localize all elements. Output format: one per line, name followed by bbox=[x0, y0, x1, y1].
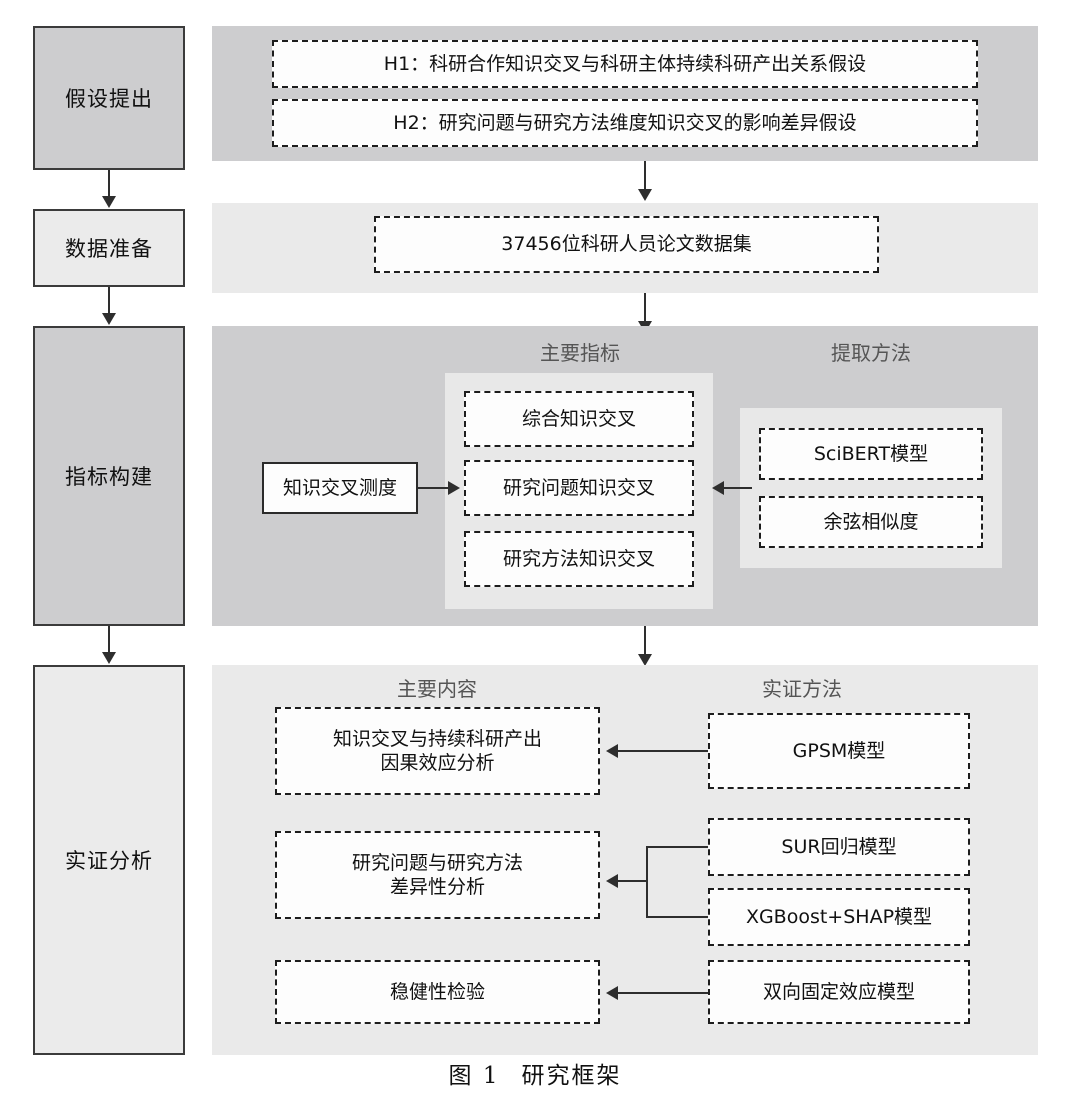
content-node-robustness: 稳健性检验 bbox=[275, 960, 600, 1024]
group-caption-empirical-method-label: 实证方法 bbox=[762, 676, 842, 701]
stage-label-hypothesis: 假设提出 bbox=[65, 87, 153, 111]
group-caption-main-content-label: 主要内容 bbox=[397, 676, 477, 701]
robustness-arrow-left-icon bbox=[606, 986, 618, 1000]
method-label-twoway-fixed-effects: 双向固定效应模型 bbox=[762, 980, 915, 1003]
method-node-xgboost: XGBoost+SHAP模型 bbox=[708, 888, 970, 946]
method-label-scibert: SciBERT模型 bbox=[813, 442, 929, 465]
measure-arrow-right-icon bbox=[448, 481, 460, 495]
stage-label-empirical: 实证分析 bbox=[65, 849, 153, 873]
content-node-causal-effect: 知识交叉与持续科研产出 因果效应分析 bbox=[275, 707, 600, 795]
extraction-arrow-line bbox=[720, 487, 752, 489]
stage-arrow-1-icon bbox=[102, 196, 116, 208]
group-caption-empirical-method: 实证方法 bbox=[727, 672, 877, 702]
stage-label-data: 数据准备 bbox=[65, 237, 153, 261]
method-label-gpsm: GPSM模型 bbox=[792, 739, 886, 762]
hypothesis-label-h1: H1：科研合作知识交叉与科研主体持续科研产出关系假设 bbox=[383, 52, 867, 75]
indicator-label-research-method: 研究方法知识交叉 bbox=[502, 547, 655, 570]
figure-caption: 图 1 研究框架 bbox=[0, 1056, 1070, 1090]
stage-arrow-2-icon bbox=[102, 313, 116, 325]
band-arrow-3-icon bbox=[638, 654, 652, 666]
stage-connector-3 bbox=[108, 626, 110, 654]
method-node-gpsm: GPSM模型 bbox=[708, 713, 970, 789]
robustness-arrow-line bbox=[618, 992, 708, 994]
content-label-robustness: 稳健性检验 bbox=[389, 980, 485, 1003]
group-caption-extraction-method-label: 提取方法 bbox=[831, 340, 911, 365]
bracket-arrow-left-icon bbox=[606, 874, 618, 888]
gpsm-arrow-line bbox=[618, 750, 708, 752]
bracket-vertical-line bbox=[646, 846, 648, 918]
figure-caption-title: 研究框架 bbox=[521, 1063, 622, 1089]
stage-box-indicator: 指标构建 bbox=[33, 326, 185, 626]
band-connector-1 bbox=[644, 161, 646, 191]
content-label-difference-line2: 差异性分析 bbox=[389, 876, 485, 898]
stage-connector-2 bbox=[108, 287, 110, 315]
dataset-label: 37456位科研人员论文数据集 bbox=[501, 233, 752, 256]
group-caption-main-content: 主要内容 bbox=[362, 672, 512, 702]
gpsm-arrow-left-icon bbox=[606, 744, 618, 758]
indicator-node-research-method: 研究方法知识交叉 bbox=[464, 531, 694, 587]
stage-box-data: 数据准备 bbox=[33, 209, 185, 287]
indicator-label-composite: 综合知识交叉 bbox=[521, 407, 636, 430]
hypothesis-node-h1: H1：科研合作知识交叉与科研主体持续科研产出关系假设 bbox=[272, 40, 978, 88]
hypothesis-label-h2: H2：研究问题与研究方法维度知识交叉的影响差异假设 bbox=[393, 111, 857, 134]
method-node-twoway-fixed-effects: 双向固定效应模型 bbox=[708, 960, 970, 1024]
method-label-cosine: 余弦相似度 bbox=[823, 510, 919, 533]
bracket-bottom-line bbox=[646, 916, 708, 918]
stage-box-empirical: 实证分析 bbox=[33, 665, 185, 1055]
content-label-causal-effect-line2: 因果效应分析 bbox=[380, 752, 495, 774]
stage-connector-1 bbox=[108, 170, 110, 198]
bracket-top-line bbox=[646, 846, 708, 848]
group-caption-main-indicators: 主要指标 bbox=[505, 336, 655, 366]
stage-box-hypothesis: 假设提出 bbox=[33, 26, 185, 170]
figure-caption-number: 图 1 bbox=[448, 1063, 500, 1089]
dataset-node: 37456位科研人员论文数据集 bbox=[374, 216, 879, 273]
indicator-label-research-question: 研究问题知识交叉 bbox=[502, 476, 655, 499]
stage-label-indicator: 指标构建 bbox=[65, 465, 153, 489]
stage-arrow-3-icon bbox=[102, 652, 116, 664]
measure-source-label: 知识交叉测度 bbox=[282, 476, 397, 499]
measure-source-node: 知识交叉测度 bbox=[262, 462, 418, 514]
content-label-difference-line1: 研究问题与研究方法 bbox=[351, 851, 523, 874]
band-arrow-1-icon bbox=[638, 189, 652, 201]
band-connector-2 bbox=[644, 293, 646, 323]
group-caption-extraction-method: 提取方法 bbox=[796, 336, 946, 366]
indicator-node-research-question: 研究问题知识交叉 bbox=[464, 460, 694, 516]
hypothesis-node-h2: H2：研究问题与研究方法维度知识交叉的影响差异假设 bbox=[272, 99, 978, 147]
method-label-xgboost: XGBoost+SHAP模型 bbox=[745, 905, 933, 928]
bracket-arrow-line bbox=[618, 880, 648, 882]
method-node-cosine: 余弦相似度 bbox=[759, 496, 983, 548]
band-connector-3 bbox=[644, 626, 646, 656]
method-node-sur: SUR回归模型 bbox=[708, 818, 970, 876]
measure-arrow-line bbox=[418, 487, 450, 489]
group-caption-main-indicators-label: 主要指标 bbox=[540, 340, 620, 365]
method-node-scibert: SciBERT模型 bbox=[759, 428, 983, 480]
method-label-sur: SUR回归模型 bbox=[781, 835, 897, 858]
content-label-causal-effect-line1: 知识交叉与持续科研产出 bbox=[332, 727, 542, 750]
indicator-node-composite: 综合知识交叉 bbox=[464, 391, 694, 447]
content-node-difference-analysis: 研究问题与研究方法 差异性分析 bbox=[275, 831, 600, 919]
extraction-arrow-left-icon bbox=[712, 481, 724, 495]
